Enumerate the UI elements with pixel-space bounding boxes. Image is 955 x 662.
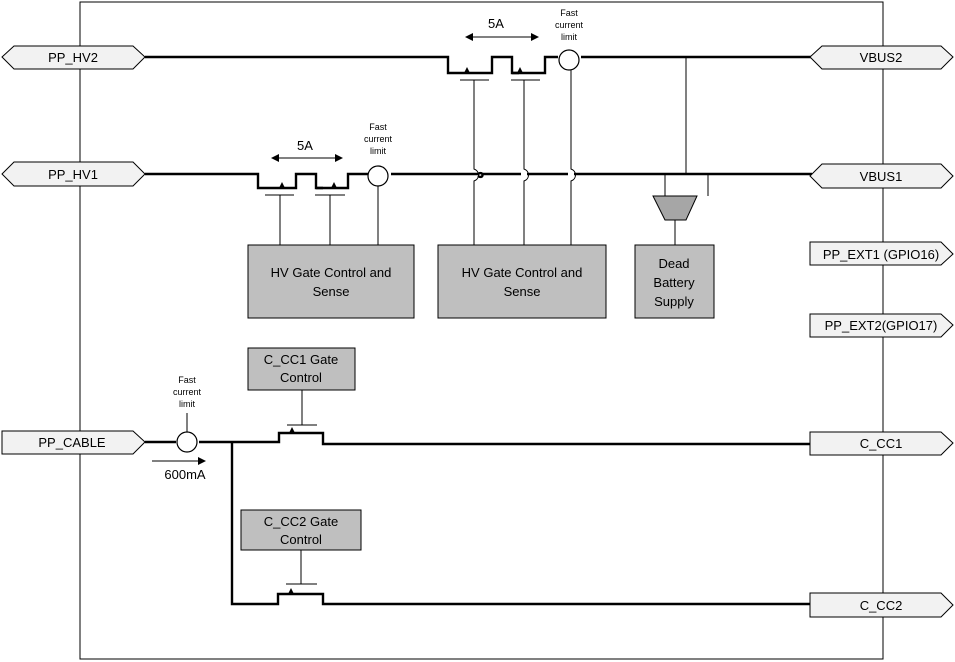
cc2-gate-control-block: C_CC2 Gate Control xyxy=(240,509,362,551)
current-label-hv2: 5A xyxy=(488,16,504,31)
svg-text:Dead: Dead xyxy=(658,256,689,271)
port-vbus2: VBUS2 xyxy=(809,45,954,70)
svg-text:PP_CABLE: PP_CABLE xyxy=(38,435,106,450)
svg-text:PP_HV2: PP_HV2 xyxy=(48,50,98,65)
svg-text:PP_EXT2(GPIO17): PP_EXT2(GPIO17) xyxy=(825,318,938,333)
port-c-cc1: C_CC1 xyxy=(809,431,954,456)
port-pp-hv1: PP_HV1 xyxy=(1,161,146,187)
svg-text:Control: Control xyxy=(280,370,322,385)
current-label-hv1: 5A xyxy=(297,138,313,153)
hv-gate-control-block-1: HV Gate Control and Sense xyxy=(247,244,415,319)
svg-text:current: current xyxy=(173,387,202,397)
hv-gate-control-block-2: HV Gate Control and Sense xyxy=(437,244,607,319)
svg-text:Control: Control xyxy=(280,532,322,547)
cc1-gate-control-block: C_CC1 Gate Control xyxy=(247,347,356,391)
svg-text:Sense: Sense xyxy=(313,284,350,299)
fast-current-limit-label-hv2: Fast current limit xyxy=(555,8,584,42)
svg-text:Supply: Supply xyxy=(654,294,694,309)
svg-text:VBUS2: VBUS2 xyxy=(860,50,903,65)
svg-text:Fast: Fast xyxy=(369,122,387,132)
pp-hv2-path xyxy=(145,49,812,81)
svg-text:current: current xyxy=(364,134,393,144)
port-pp-ext1: PP_EXT1 (GPIO16) xyxy=(809,241,954,266)
svg-text:limit: limit xyxy=(370,146,386,156)
pp-hv1-path xyxy=(145,165,812,196)
svg-text:HV Gate Control and: HV Gate Control and xyxy=(271,265,392,280)
svg-text:limit: limit xyxy=(561,32,577,42)
port-pp-cable: PP_CABLE xyxy=(1,430,146,455)
svg-text:limit: limit xyxy=(179,399,195,409)
svg-text:VBUS1: VBUS1 xyxy=(860,169,903,184)
hv1-gate-wires xyxy=(279,186,379,245)
svg-text:C_CC1: C_CC1 xyxy=(860,436,903,451)
svg-text:C_CC2: C_CC2 xyxy=(860,598,903,613)
dead-battery-supply-block: Dead Battery Supply xyxy=(634,244,715,319)
port-vbus1: VBUS1 xyxy=(809,163,954,189)
svg-text:C_CC1 Gate: C_CC1 Gate xyxy=(264,352,338,367)
port-c-cc2: C_CC2 xyxy=(809,592,954,618)
svg-text:PP_EXT1 (GPIO16): PP_EXT1 (GPIO16) xyxy=(823,247,939,262)
svg-text:PP_HV1: PP_HV1 xyxy=(48,167,98,182)
svg-text:Battery: Battery xyxy=(653,275,695,290)
svg-text:C_CC2 Gate: C_CC2 Gate xyxy=(264,514,338,529)
pp-cable-path xyxy=(145,390,812,606)
svg-text:Sense: Sense xyxy=(504,284,541,299)
svg-text:Fast: Fast xyxy=(178,375,196,385)
svg-text:current: current xyxy=(555,20,584,30)
device-boundary xyxy=(79,1,884,660)
current-label-cable: 600mA xyxy=(164,467,206,482)
fast-current-limit-label-hv1: Fast current limit xyxy=(364,122,393,156)
hv2-gate-wires xyxy=(473,70,576,245)
svg-text:HV Gate Control and: HV Gate Control and xyxy=(462,265,583,280)
dead-battery-wiring xyxy=(652,57,709,245)
svg-text:Fast: Fast xyxy=(560,8,578,18)
port-pp-ext2: PP_EXT2(GPIO17) xyxy=(809,313,954,338)
fast-current-limit-label-cable: Fast current limit xyxy=(173,375,202,409)
port-pp-hv2: PP_HV2 xyxy=(1,45,146,70)
diode-mux-symbol xyxy=(652,195,698,221)
